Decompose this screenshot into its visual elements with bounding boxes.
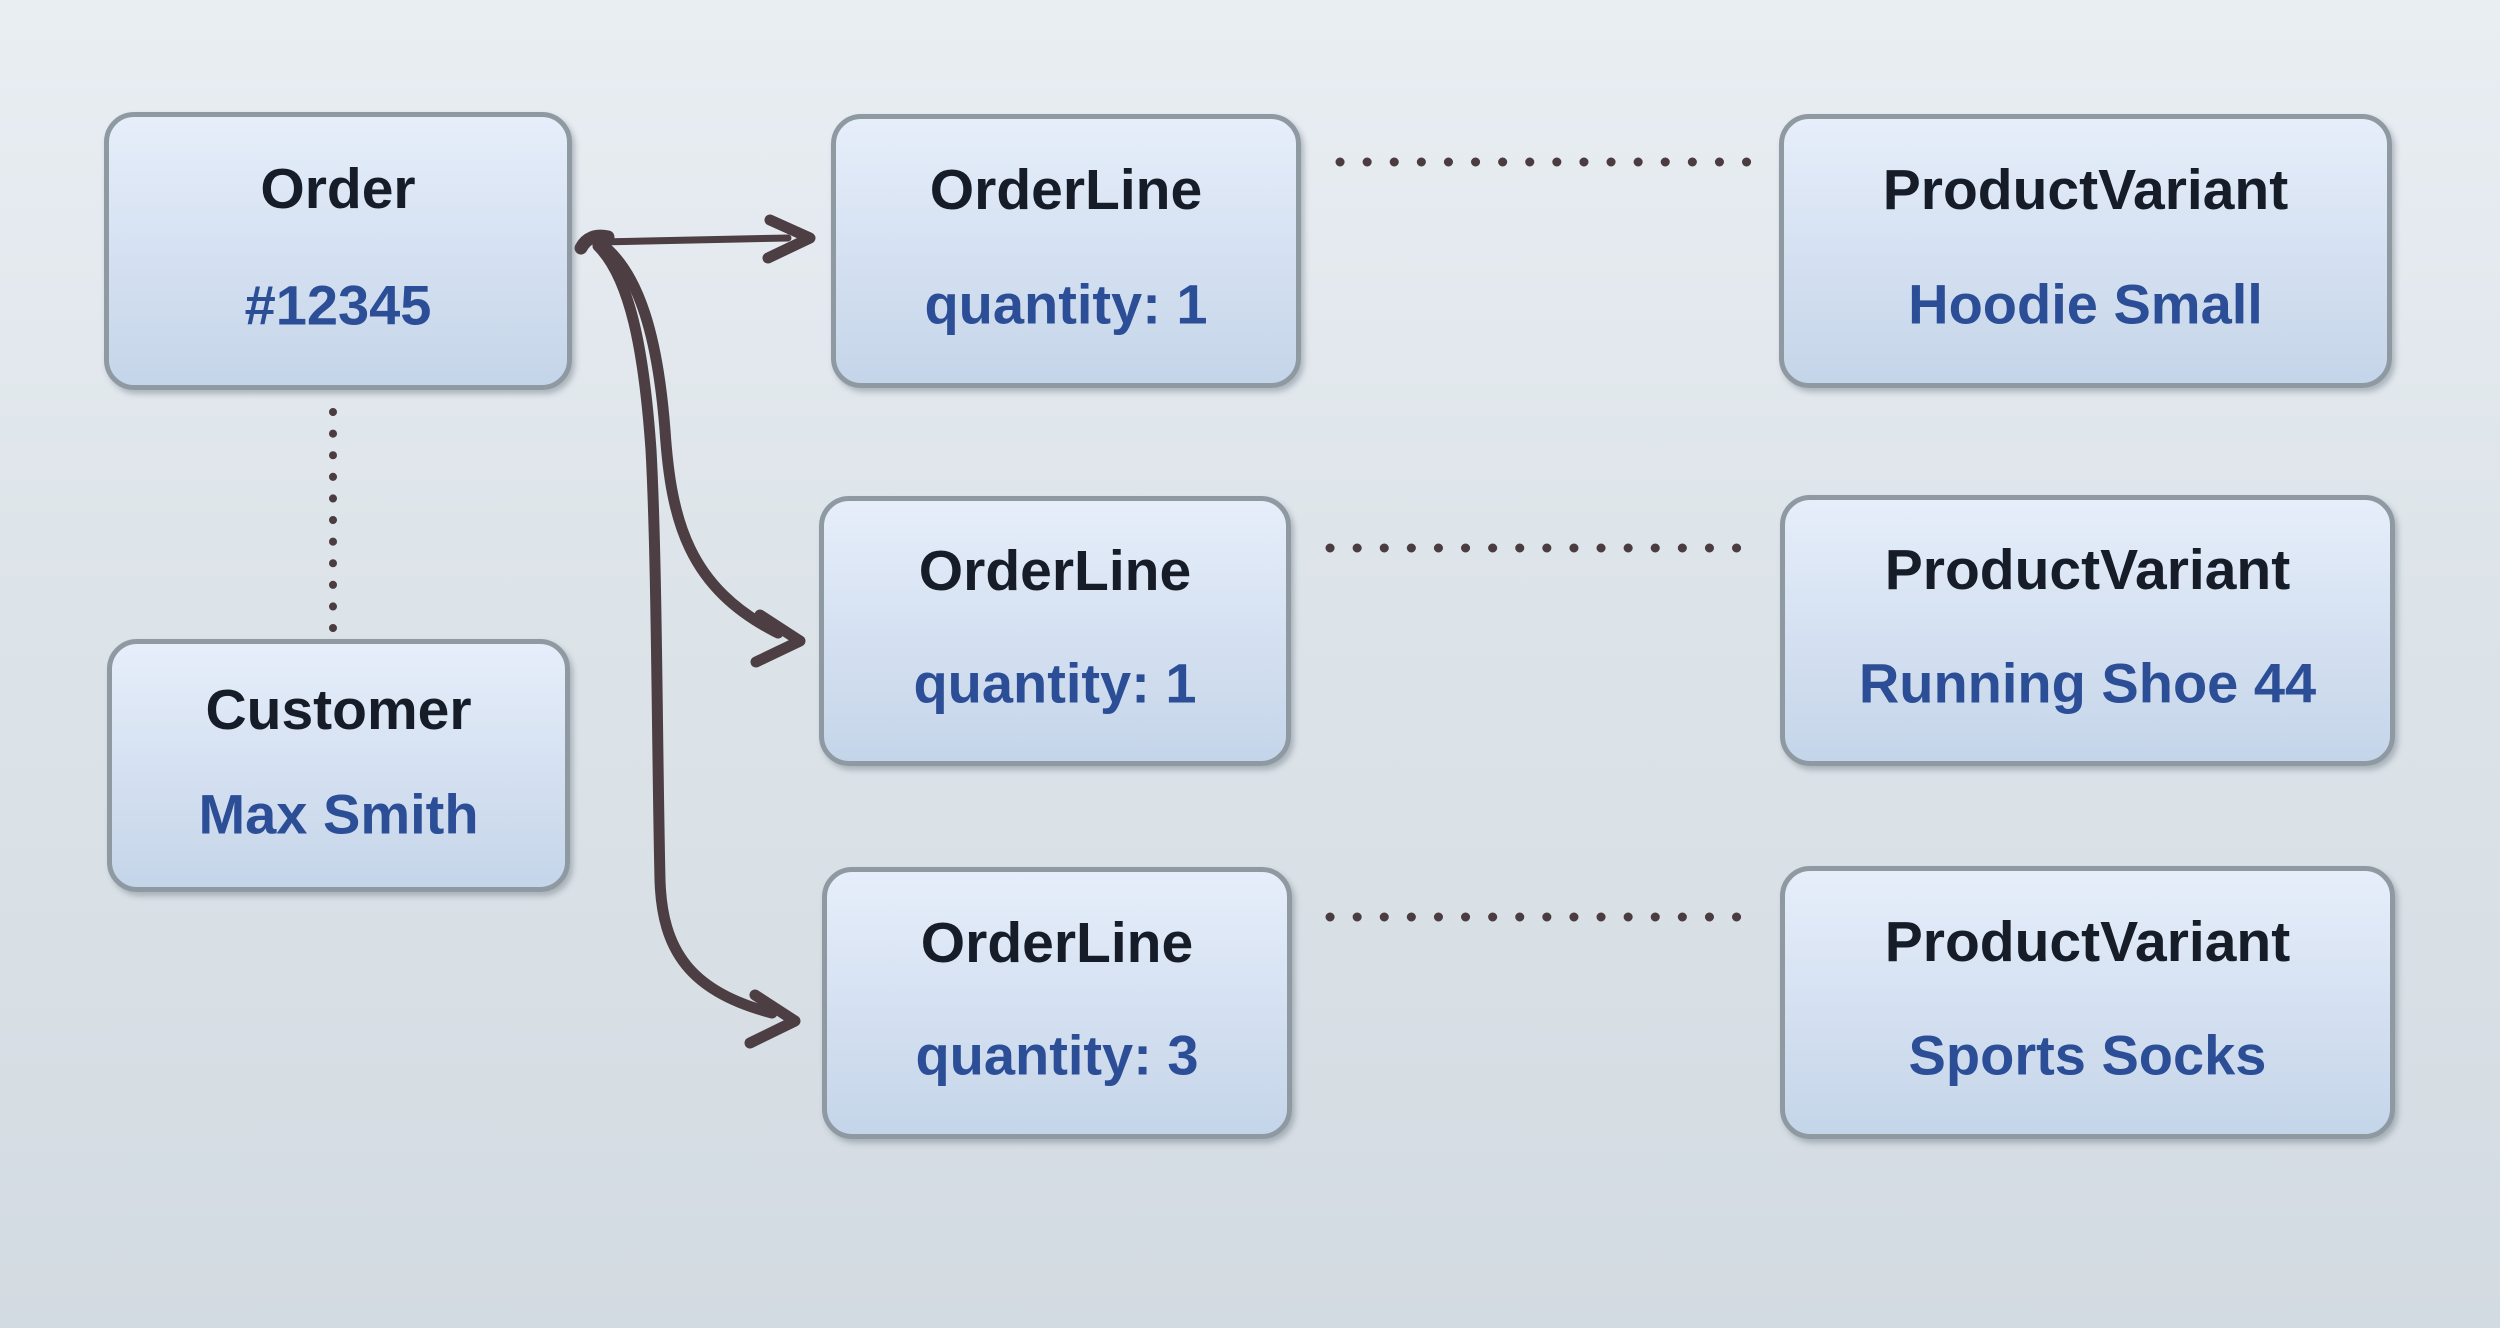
node-title: OrderLine — [918, 539, 1192, 604]
node-title: ProductVariant — [1884, 910, 2291, 974]
node-productvariant-3: ProductVariant Sports Socks — [1780, 866, 2395, 1139]
node-productvariant-1: ProductVariant Hoodie Small — [1779, 114, 2392, 388]
node-title: OrderLine — [929, 158, 1203, 223]
node-productvariant-2: ProductVariant Running Shoe 44 — [1780, 495, 2395, 766]
node-value: #12345 — [244, 273, 432, 337]
arrow-order-to-orderline3 — [592, 240, 778, 1019]
node-orderline-3: OrderLine quantity: 3 — [822, 867, 1292, 1139]
node-orderline-1: OrderLine quantity: 1 — [831, 114, 1301, 388]
arrowhead-orderline3-icon — [744, 989, 801, 1049]
node-title: ProductVariant — [1884, 538, 2291, 603]
node-value: quantity: 1 — [913, 651, 1197, 715]
node-value: Sports Socks — [1908, 1023, 2267, 1087]
node-title: Customer — [205, 677, 472, 742]
arrowhead-orderline1-icon — [762, 214, 816, 264]
node-customer: Customer Max Smith — [107, 639, 570, 892]
arrow-order-to-orderline1 — [595, 234, 792, 246]
arrowhead-orderline2-icon — [750, 609, 806, 668]
node-title: ProductVariant — [1882, 158, 2289, 223]
node-value: Running Shoe 44 — [1858, 651, 2317, 715]
node-value: quantity: 1 — [924, 272, 1208, 336]
node-title: OrderLine — [920, 910, 1194, 975]
node-value: Max Smith — [198, 782, 479, 846]
node-orderline-2: OrderLine quantity: 1 — [819, 496, 1291, 766]
node-order: Order #12345 — [104, 112, 572, 390]
node-title: Order — [260, 157, 416, 222]
arrow-tail-blob — [574, 229, 615, 255]
node-value: quantity: 3 — [915, 1023, 1199, 1087]
node-value: Hoodie Small — [1908, 272, 2263, 336]
arrow-order-to-orderline2 — [594, 237, 784, 639]
